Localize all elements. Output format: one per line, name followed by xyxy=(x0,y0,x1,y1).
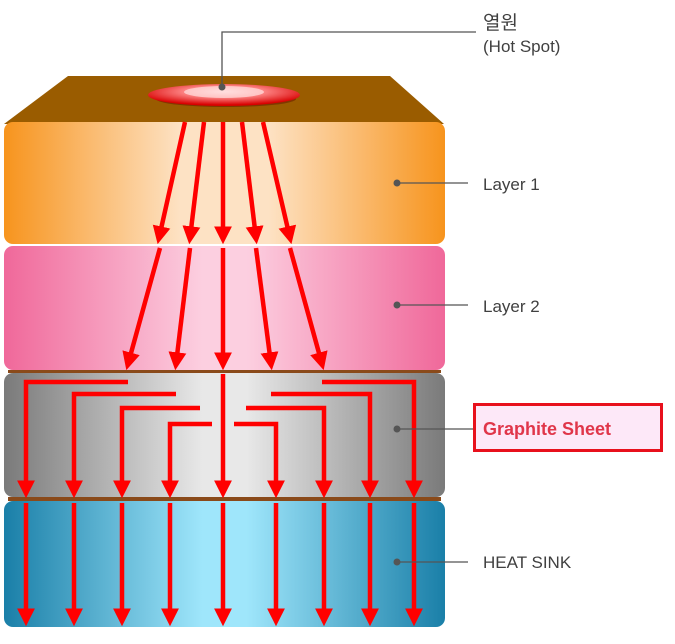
leader-lines xyxy=(221,31,476,563)
arrows-layer2 xyxy=(122,247,328,371)
hotspot-label-english: (Hot Spot) xyxy=(483,37,561,56)
leader-dots xyxy=(218,83,401,566)
arrows-layer1 xyxy=(152,121,297,245)
layer2-label: Layer 2 xyxy=(483,297,540,316)
heatsink-label: HEAT SINK xyxy=(483,553,572,572)
divider-2 xyxy=(8,497,441,501)
hot-spot-core xyxy=(184,86,264,98)
hotspot-label-korean: 열원 xyxy=(483,13,518,34)
graphite-label: Graphite Sheet xyxy=(483,419,612,439)
layer1-label: Layer 1 xyxy=(483,175,540,194)
divider-1 xyxy=(8,370,441,373)
arrows-graphite xyxy=(17,374,423,499)
graphite-highlight-box xyxy=(473,403,663,452)
